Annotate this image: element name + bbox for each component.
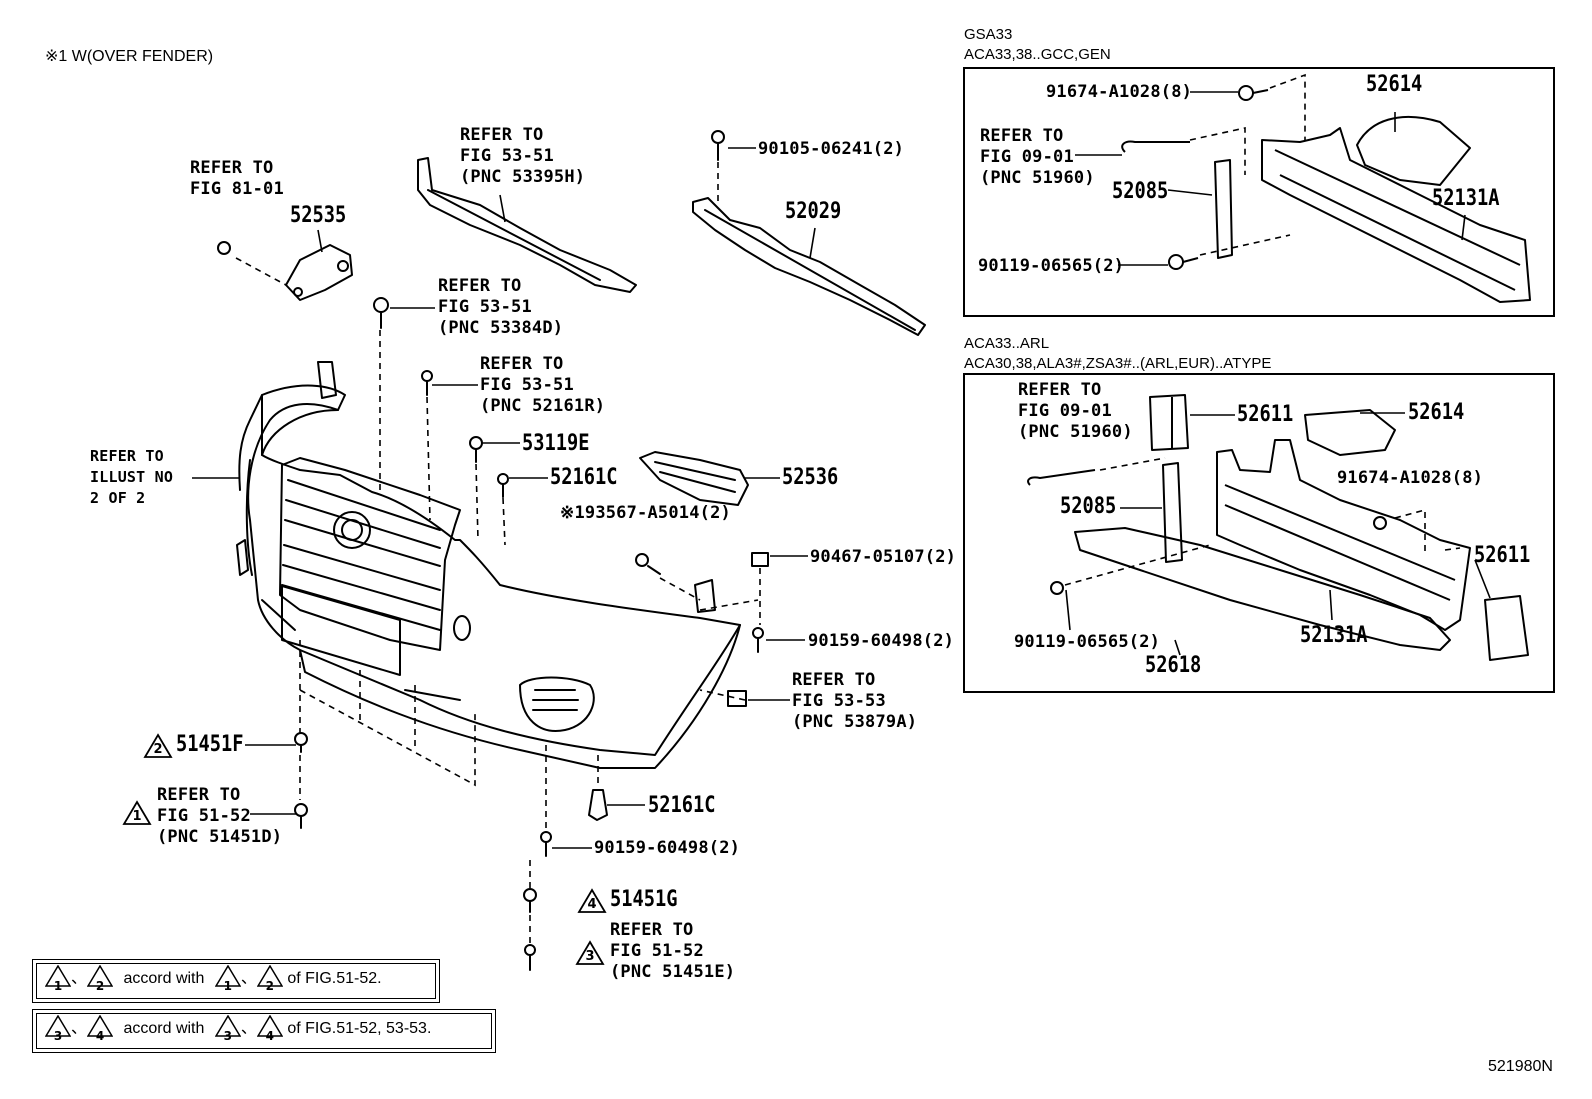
box1-title-model: GSA33 <box>964 26 1013 43</box>
box1-title-variant: ACA33,38..GCC,GEN <box>964 46 1111 63</box>
ref-fig-51-52-51451e[interactable]: REFER TO FIG 51-52 (PNC 51451E) <box>610 920 736 982</box>
note2-tail: of FIG.51-52, 53-53. <box>287 1020 432 1037</box>
box2-part-52614[interactable]: 52614 <box>1408 400 1465 425</box>
part-52535[interactable]: 52535 <box>290 203 347 228</box>
triangle-3-number: 3 <box>585 949 595 964</box>
note2-text: accord with <box>123 1020 205 1037</box>
part-90159-60498-lower[interactable]: 90159-60498(2) <box>594 838 741 858</box>
note1-sep-2: 、 <box>240 970 257 987</box>
note2-triangle-c-icon: 3 <box>214 1015 241 1043</box>
box1-part-52131a[interactable]: 52131A <box>1432 186 1500 211</box>
part-53395h-shape <box>417 157 637 293</box>
ref-fig-53-51-52161r[interactable]: REFER TO FIG 53-51 (PNC 52161R) <box>480 354 606 416</box>
ref-fig-53-53-53879a[interactable]: REFER TO FIG 53-53 (PNC 53879A) <box>792 670 918 732</box>
triangle-4-number: 4 <box>587 897 597 912</box>
part-52029[interactable]: 52029 <box>785 199 842 224</box>
box2-part-52611-lower[interactable]: 52611 <box>1474 543 1531 568</box>
box2-part-52131a[interactable]: 52131A <box>1300 623 1368 648</box>
box1-part-90119-06565[interactable]: 90119-06565(2) <box>978 256 1125 276</box>
note1-triangle-c-icon: 1 <box>214 965 241 993</box>
note2-triangle-b-icon: 4 <box>87 1015 114 1043</box>
box2-ref-fig-09-01[interactable]: REFER TO FIG 09-01 (PNC 51960) <box>1018 380 1133 442</box>
box1-reinforcement <box>1261 127 1531 303</box>
part-52536[interactable]: 52536 <box>782 465 839 490</box>
ref-fig-53-51-53395h[interactable]: REFER TO FIG 53-51 (PNC 53395H) <box>460 125 586 187</box>
triangle-4-icon: 4 <box>577 888 607 918</box>
ref-fig-81-01[interactable]: REFER TO FIG 81-01 <box>190 158 284 199</box>
part-51451f[interactable]: 51451F <box>176 732 244 757</box>
note1-triangle-a-icon: 1 <box>45 965 71 993</box>
ref-fig-51-52-51451d[interactable]: REFER TO FIG 51-52 (PNC 51451D) <box>157 785 283 847</box>
box2-frame <box>963 373 1555 693</box>
note2-triangle-a-icon: 3 <box>45 1015 71 1043</box>
ref-illust-2-of-2[interactable]: REFER TO ILLUST NO 2 OF 2 <box>90 447 174 507</box>
box2-part-52618[interactable]: 52618 <box>1145 653 1202 678</box>
box1-part-52614[interactable]: 52614 <box>1366 72 1423 97</box>
triangle-1-icon: 1 <box>122 800 152 830</box>
triangle-1-number: 1 <box>132 809 142 824</box>
box2-title-variant: ACA30,38,ALA3#,ZSA3#..(ARL,EUR)..ATYPE <box>964 355 1272 372</box>
part-52536-shape <box>639 451 749 506</box>
part-52029-shape <box>692 197 926 336</box>
part-90467-05107[interactable]: 90467-05107(2) <box>810 547 957 567</box>
accord-note-2: 3、4 accord with 3、4 of FIG.51-52, 53-53. <box>32 1009 496 1053</box>
box2-part-91674-a1028[interactable]: 91674-A1028(8) <box>1337 468 1484 488</box>
fender-note: ※1 W(OVER FENDER) <box>45 48 214 65</box>
note1-triangle-b-icon: 2 <box>87 965 114 993</box>
box2-part-52611-upper[interactable]: 52611 <box>1237 402 1294 427</box>
box2-part-90119-06565[interactable]: 90119-06565(2) <box>1014 632 1161 652</box>
box1-part-52085[interactable]: 52085 <box>1112 179 1169 204</box>
part-52161c-upper[interactable]: 52161C <box>550 465 618 490</box>
triangle-2-icon: 2 <box>143 733 173 763</box>
part-90159-60498-upper[interactable]: 90159-60498(2) <box>808 631 955 651</box>
box1-ref-fig-09-01[interactable]: REFER TO FIG 09-01 (PNC 51960) <box>980 126 1095 188</box>
accord-note-1: 1、2 accord with 1、2 of FIG.51-52. <box>32 959 440 1003</box>
note2-sep-1: 、 <box>71 1020 88 1037</box>
box1-frame <box>963 67 1555 317</box>
ref-fig-53-51-53384d[interactable]: REFER TO FIG 53-51 (PNC 53384D) <box>438 276 564 338</box>
note1-tail: of FIG.51-52. <box>287 970 382 987</box>
note1-text: accord with <box>123 970 205 987</box>
note1-triangle-d-icon: 2 <box>256 965 283 993</box>
diagram-id: 521980N <box>1488 1058 1553 1075</box>
box2-part-52085[interactable]: 52085 <box>1060 494 1117 519</box>
box2-reinforcement <box>1216 439 1471 631</box>
box1-part-91674-a1028[interactable]: 91674-A1028(8) <box>1046 82 1193 102</box>
part-52535-shape <box>285 244 353 301</box>
bumper-cover <box>236 361 741 769</box>
triangle-2-number: 2 <box>153 742 163 757</box>
part-52161c-lower[interactable]: 52161C <box>648 793 716 818</box>
note1-sep-1: 、 <box>71 970 88 987</box>
part-93567-a5014[interactable]: ※193567-A5014(2) <box>560 503 731 523</box>
part-53119e[interactable]: 53119E <box>522 431 590 456</box>
triangle-3-icon: 3 <box>575 940 605 970</box>
part-51451g[interactable]: 51451G <box>610 887 678 912</box>
note2-sep-2: 、 <box>240 1020 257 1037</box>
box2-title-model: ACA33..ARL <box>964 335 1050 352</box>
part-90105-06241[interactable]: 90105-06241(2) <box>758 139 905 159</box>
note2-triangle-d-icon: 4 <box>256 1015 283 1043</box>
